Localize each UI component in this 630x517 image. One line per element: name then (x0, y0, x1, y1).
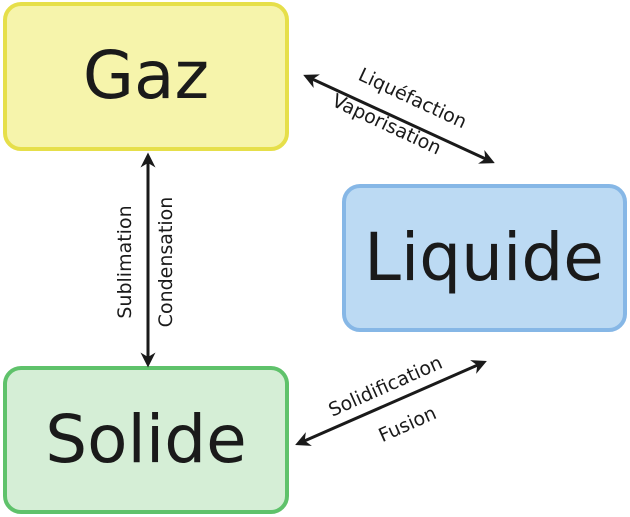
fusion-label: Fusion (375, 402, 439, 447)
gas-label: Gaz (83, 37, 209, 114)
liquid-solid-arrow (295, 360, 487, 446)
solid-label: Solide (45, 401, 246, 478)
gas-liquid-arrow (303, 74, 495, 164)
liquid-label: Liquide (364, 219, 604, 296)
condensation-label: Condensation (155, 197, 177, 328)
sublimation-label: Sublimation (114, 205, 136, 318)
liquid-box: Liquide (342, 184, 627, 332)
gas-box: Gaz (3, 2, 289, 151)
solid-box: Solide (3, 366, 289, 514)
